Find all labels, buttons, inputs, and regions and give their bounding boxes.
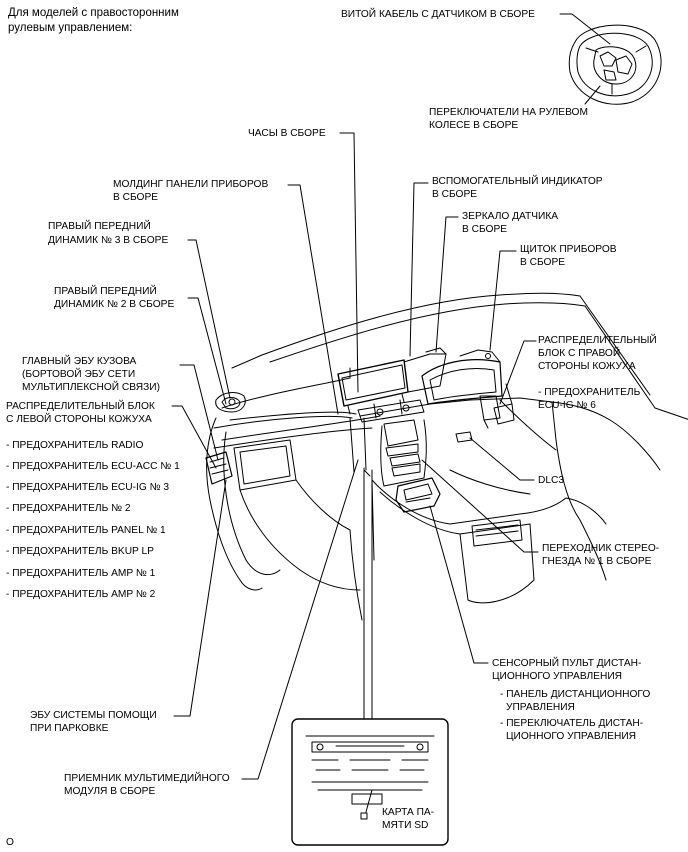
label-speaker2-2: ДИНАМИК № 2 В СБОРЕ: [54, 299, 175, 310]
label-main-body-ecu-1: ГЛАВНЫЙ ЭБУ КУЗОВА: [22, 356, 137, 367]
fuse-item: - ПРЕДОХРАНИТЕЛЬ AMP № 1: [6, 568, 156, 579]
label-parking-ecu-2: ПРИ ПАРКОВКЕ: [30, 723, 109, 734]
label-dlc3: DLC3: [538, 475, 565, 486]
figure-code: O: [6, 837, 14, 848]
label-spiral-cable: ВИТОЙ КАБЕЛЬ С ДАТЧИКОМ В СБОРЕ: [341, 9, 535, 20]
label-molding-2: В СБОРЕ: [113, 192, 159, 203]
label-stereo-jack-1: ПЕРЕХОДНИК СТЕРЕО-: [542, 543, 660, 554]
label-touch-pad-sub2-2: ЦИОННОГО УПРАВЛЕНИЯ: [506, 731, 637, 742]
label-steering-switches-2: КОЛЕСЕ В СБОРЕ: [429, 120, 519, 131]
label-sd-card-1: КАРТА ПА-: [382, 807, 435, 818]
label-rh-junction-2: БЛОК С ПРАВОЙ: [538, 348, 621, 359]
label-stereo-jack-2: ГНЕЗДА № 1 В СБОРЕ: [542, 556, 652, 567]
label-main-body-ecu-2: (БОРТОВОЙ ЭБУ СЕТИ: [22, 369, 136, 380]
header-line-1: Для моделей с правосторонним: [8, 7, 179, 19]
header-line-2: рулевым управлением:: [8, 22, 133, 34]
label-rh-fuse-2: ECU-IG № 6: [538, 400, 596, 411]
fuse-item: - ПРЕДОХРАНИТЕЛЬ PANEL № 1: [6, 525, 166, 536]
label-sensor-mirror-1: ЗЕРКАЛО ДАТЧИКА: [462, 211, 559, 222]
label-multimedia-2: МОДУЛЯ В СБОРЕ: [64, 786, 156, 797]
label-parking-ecu-1: ЭБУ СИСТЕМЫ ПОМОЩИ: [30, 710, 157, 721]
label-rh-junction-3: СТОРОНЫ КОЖУХА: [538, 361, 636, 372]
label-sd-card-2: МЯТИ SD: [382, 820, 429, 831]
label-touch-pad-sub2-1: - ПЕРЕКЛЮЧАТЕЛЬ ДИСТАН-: [500, 718, 644, 729]
label-aux-indicator-1: ВСПОМОГАТЕЛЬНЫЙ ИНДИКАТОР: [432, 176, 603, 187]
label-aux-indicator-2: В СБОРЕ: [432, 189, 478, 200]
steering-wheel-drawing: [568, 24, 662, 105]
label-sensor-mirror-2: В СБОРЕ: [462, 224, 508, 235]
fuse-item: - ПРЕДОХРАНИТЕЛЬ AMP № 2: [6, 589, 156, 600]
label-speaker3-2: ДИНАМИК № 3 В СБОРЕ: [48, 235, 169, 246]
label-lh-junction-1: РАСПРЕДЕЛИТЕЛЬНЫЙ БЛОК: [6, 401, 155, 412]
label-speaker2-1: ПРАВЫЙ ПЕРЕДНИЙ: [54, 286, 157, 297]
label-clock: ЧАСЫ В СБОРЕ: [248, 128, 326, 139]
fuse-item: - ПРЕДОХРАНИТЕЛЬ № 2: [6, 503, 131, 514]
label-multimedia-1: ПРИЕМНИК МУЛЬТИМЕДИЙНОГО: [64, 773, 230, 784]
label-combination-meter-1: ЩИТОК ПРИБОРОВ: [520, 244, 617, 255]
label-combination-meter-2: В СБОРЕ: [520, 257, 566, 268]
label-touch-pad-sub1-1: - ПАНЕЛЬ ДИСТАНЦИОННОГО: [500, 689, 651, 700]
label-molding-1: МОЛДИНГ ПАНЕЛИ ПРИБОРОВ: [113, 179, 269, 190]
label-speaker3-1: ПРАВЫЙ ПЕРЕДНИЙ: [48, 221, 151, 232]
fuse-item: - ПРЕДОХРАНИТЕЛЬ RADIO: [6, 440, 144, 451]
label-touch-pad-2: ЦИОННОГО УПРАВЛЕНИЯ: [492, 671, 623, 682]
label-touch-pad-1: СЕНСОРНЫЙ ПУЛЬТ ДИСТАН-: [492, 658, 642, 669]
label-main-body-ecu-3: МУЛЬТИПЛЕКСНОЙ СВЯЗИ): [22, 382, 160, 393]
label-lh-junction-2: С ЛЕВОЙ СТОРОНЫ КОЖУХА: [6, 414, 152, 425]
fuse-item: - ПРЕДОХРАНИТЕЛЬ ECU-ACC № 1: [6, 461, 180, 472]
label-steering-switches-1: ПЕРЕКЛЮЧАТЕЛИ НА РУЛЕВОМ: [429, 107, 588, 118]
label-rh-junction-1: РАСПРЕДЕЛИТЕЛЬНЫЙ: [538, 335, 657, 346]
fuse-item: - ПРЕДОХРАНИТЕЛЬ ECU-IG № 3: [6, 482, 170, 493]
label-touch-pad-sub1-2: УПРАВЛЕНИЯ: [506, 702, 575, 713]
fuse-item: - ПРЕДОХРАНИТЕЛЬ BKUP LP: [6, 546, 154, 557]
label-rh-fuse-1: - ПРЕДОХРАНИТЕЛЬ: [538, 387, 641, 398]
